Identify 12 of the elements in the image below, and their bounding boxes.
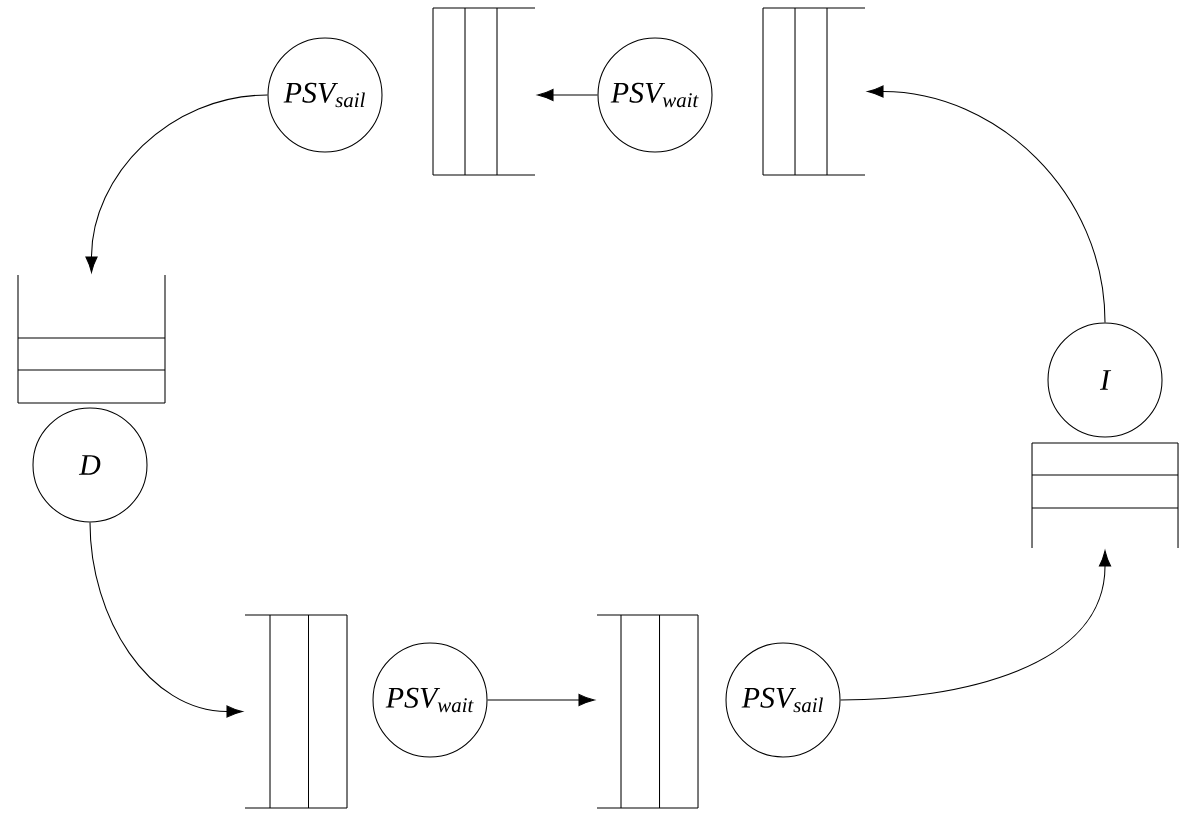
arrow	[867, 85, 1106, 323]
queue-drawing	[17, 274, 166, 404]
arrow	[85, 94, 268, 273]
arrow	[487, 693, 595, 707]
queue-drawing	[432, 7, 536, 176]
arrow	[840, 550, 1112, 701]
arrow	[537, 88, 598, 102]
arrow	[89, 522, 243, 718]
queue-drawing	[1031, 442, 1179, 549]
queue-drawing	[762, 7, 866, 176]
queue-drawing	[244, 614, 348, 809]
queue-drawing	[596, 614, 699, 809]
